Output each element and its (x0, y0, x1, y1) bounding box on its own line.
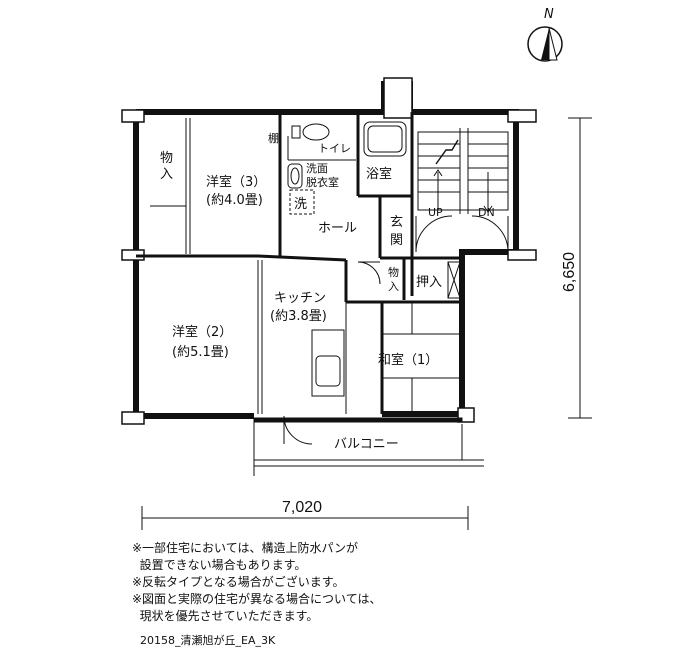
stairs-up-label: UP (428, 206, 443, 219)
washroom-label-1: 洗面 (306, 162, 328, 175)
depth-dimension: 6,650 (561, 252, 578, 292)
doors (283, 215, 509, 445)
fixtures (287, 121, 407, 397)
closet-small-label-2: 入 (388, 280, 399, 293)
western3-size: (約4.0畳) (206, 193, 263, 208)
note-line: ※一部住宅においては、構造上防水パンが (132, 541, 359, 555)
note-line: ※図面と実際の住宅が異なる場合については、 (132, 592, 382, 606)
north-label: N (544, 7, 554, 22)
north-compass (527, 26, 563, 62)
closet-small-label-1: 物 (388, 265, 399, 279)
outer-walls (133, 81, 519, 419)
entrance-label-1: 玄 (390, 215, 403, 230)
plan-code: 20158_清瀬旭が丘_EA_3K (140, 634, 276, 647)
japanese1-label: 和室（1） (378, 352, 438, 368)
closet-left-label-1: 物 (160, 151, 173, 166)
note-line: 設置できない場合もあります。 (132, 558, 307, 572)
note-line: 現状を優先させていただきます。 (132, 609, 319, 623)
dimension-lines (141, 117, 592, 530)
width-dimension: 7,020 (282, 499, 322, 516)
partitions (150, 118, 462, 414)
columns (121, 77, 537, 425)
kitchen-size: (約3.8畳) (270, 309, 327, 324)
inner-walls (136, 112, 462, 414)
hall-label: ホール (318, 221, 357, 236)
washer-label: 洗 (294, 197, 307, 212)
stairs (417, 128, 509, 214)
kitchen-name: キッチン (274, 291, 326, 306)
oshiire-label: 押入 (416, 275, 442, 290)
balcony (253, 417, 484, 476)
entrance-label-2: 関 (390, 233, 403, 248)
balcony-label: バルコニー (334, 437, 399, 452)
shelf-label: 棚 (268, 131, 279, 145)
stairs-down-label: DN (478, 206, 495, 219)
washroom-label-2: 脱衣室 (306, 175, 339, 189)
western3-name: 洋室（3） (206, 174, 266, 190)
note-line: ※反転タイプとなる場合がございます。 (132, 575, 345, 589)
closet-left-label-2: 入 (160, 167, 173, 182)
notes: ※一部住宅においては、構造上防水パンが 設置できない場合もあります。 ※反転タイ… (132, 540, 381, 625)
western2-size: (約5.1畳) (172, 345, 229, 360)
bathroom-label: 浴室 (366, 166, 392, 182)
toilet-label: トイレ (318, 142, 351, 155)
western2-name: 洋室（2） (172, 324, 232, 340)
